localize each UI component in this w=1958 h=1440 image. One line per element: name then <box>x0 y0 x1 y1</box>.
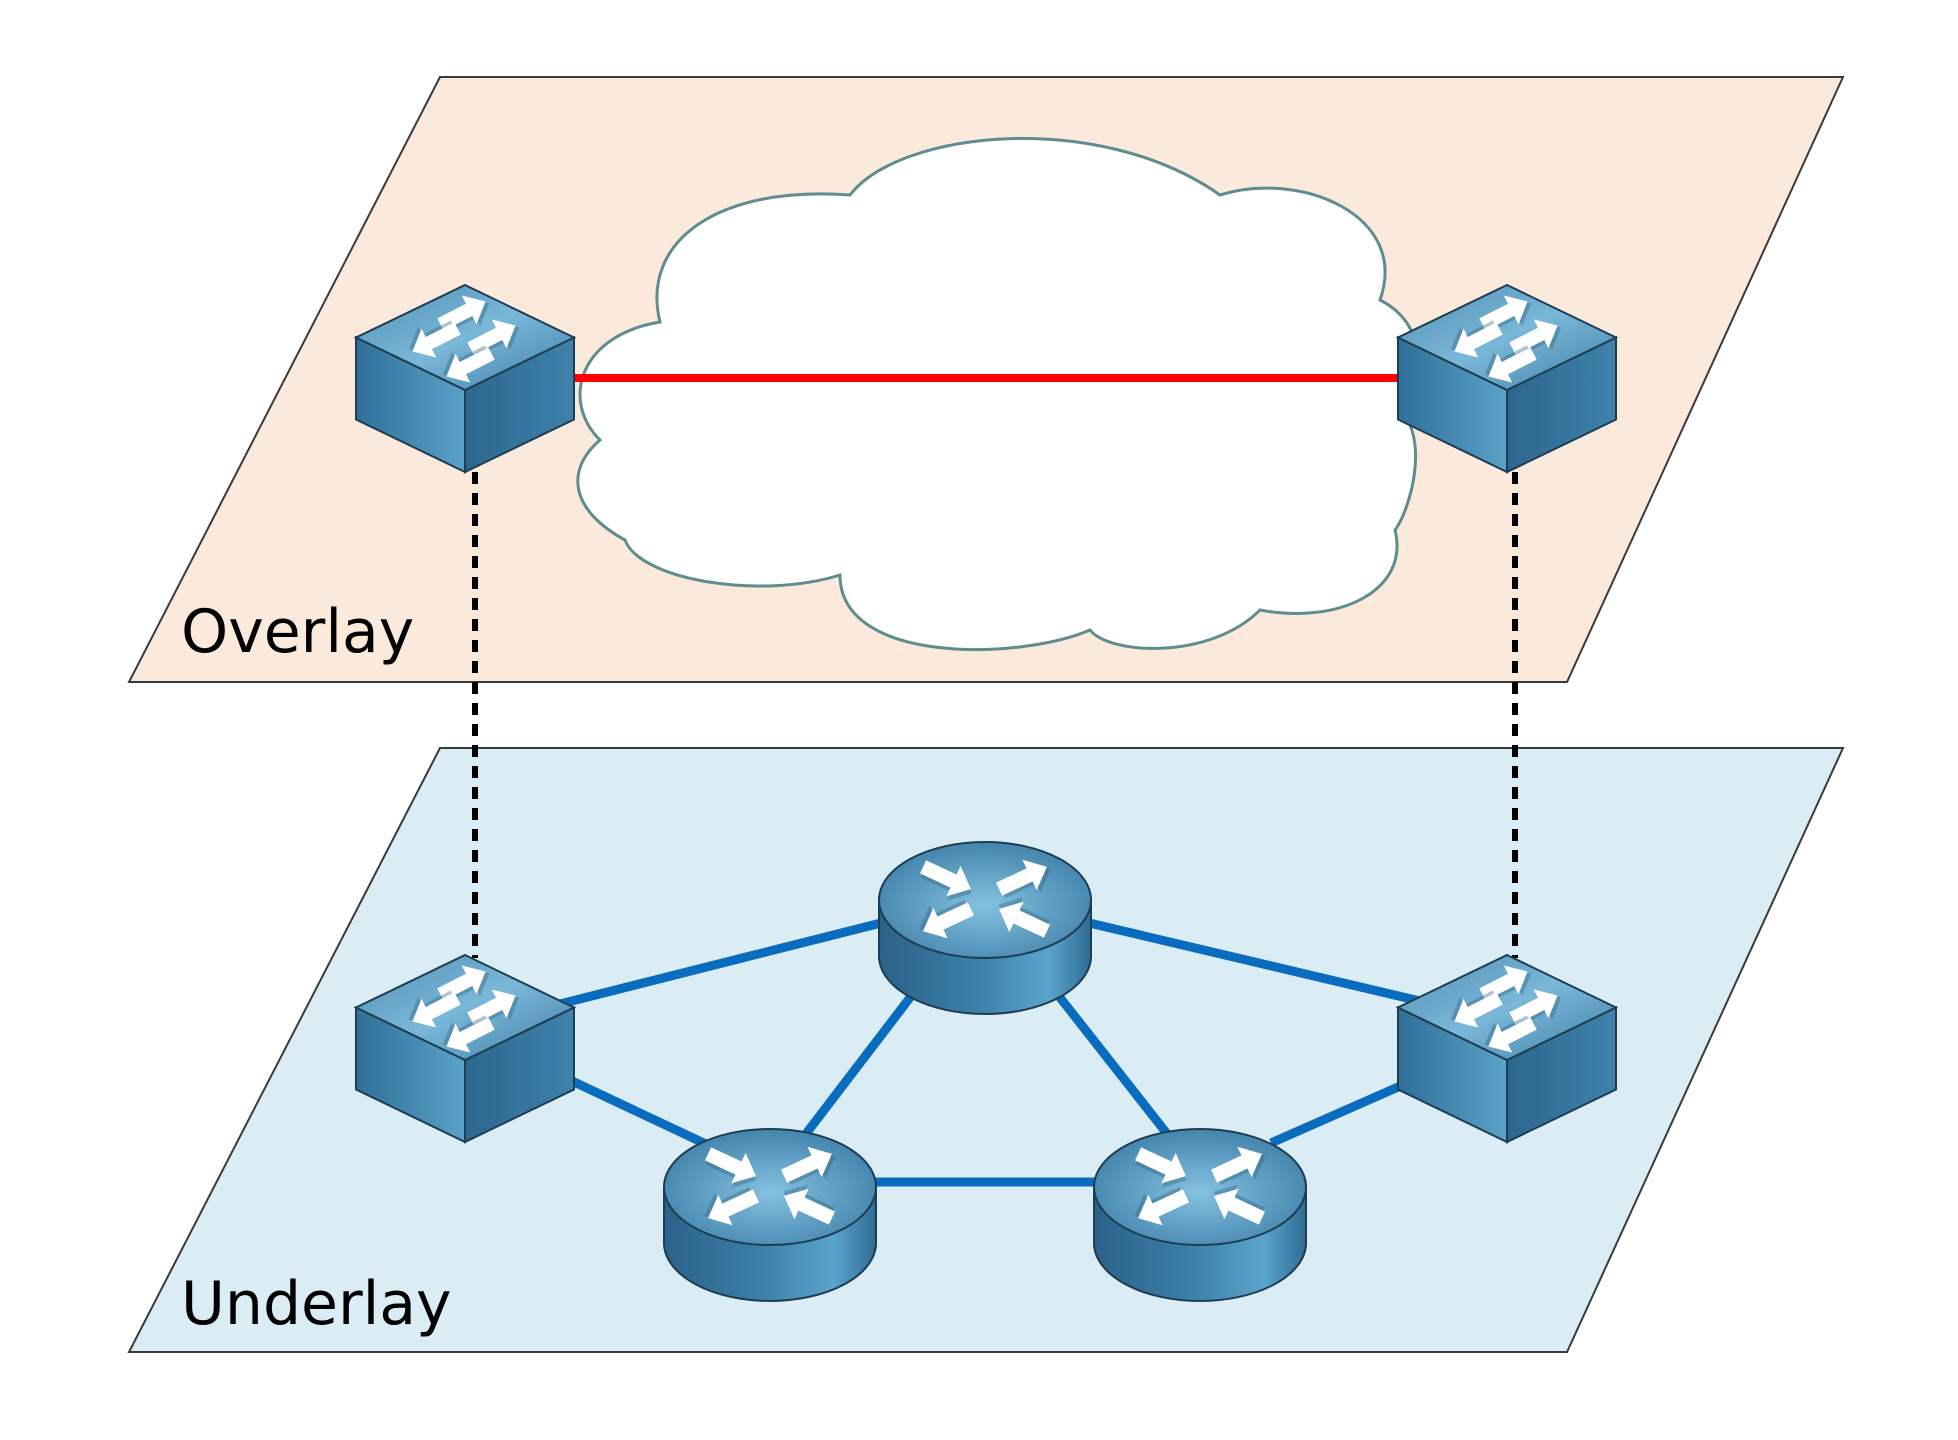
switch-icon <box>353 953 577 1144</box>
overlay-label: Overlay <box>181 597 414 667</box>
arrow-glyph <box>1135 1147 1187 1188</box>
arrow-glyph <box>1509 989 1562 1027</box>
arrow-glyph <box>919 900 974 939</box>
arrow-glyph <box>920 860 972 901</box>
link-rttop-rtbl <box>801 992 916 1138</box>
arrow-glyph <box>996 859 1051 898</box>
arrow-glyph <box>1211 1146 1266 1185</box>
arrow-glyph <box>1450 990 1503 1028</box>
arrow-glyph <box>781 1146 836 1185</box>
arrow-glyph <box>1509 319 1562 357</box>
router-icon <box>1093 1128 1307 1302</box>
underlay-links <box>554 917 1426 1187</box>
arrow-glyph <box>467 989 520 1027</box>
link-rttop-rtbr <box>1054 992 1172 1138</box>
link-rtbr-swright <box>1269 1079 1407 1148</box>
arrow-glyph <box>408 990 461 1028</box>
arrow-glyph <box>705 1147 757 1188</box>
arrow-glyph <box>704 1187 759 1226</box>
arrow-glyph <box>1484 345 1537 383</box>
router-icon <box>663 1128 877 1302</box>
arrow-glyph <box>1484 1015 1537 1053</box>
arrow-glyph <box>1213 1184 1265 1225</box>
underlay-plane <box>127 747 1845 1353</box>
router-icon <box>878 841 1092 1015</box>
link-swleft-rttop <box>554 917 887 1010</box>
switch-icon <box>353 283 577 474</box>
arrow-glyph <box>467 319 520 357</box>
arrow-glyph <box>998 897 1050 938</box>
link-swleft-rtbl <box>570 1076 712 1151</box>
link-rttop-swright <box>1083 917 1426 1007</box>
arrow-glyph <box>783 1184 835 1225</box>
overlay-cloud <box>576 137 1419 651</box>
arrow-glyph <box>442 345 495 383</box>
underlay-label: Underlay <box>181 1269 452 1339</box>
arrow-glyph <box>1134 1187 1189 1226</box>
arrow-glyph <box>442 1015 495 1053</box>
arrow-glyph <box>1450 320 1503 358</box>
arrow-glyph <box>408 320 461 358</box>
switch-icon <box>1395 283 1619 474</box>
switch-icon <box>1395 953 1619 1144</box>
